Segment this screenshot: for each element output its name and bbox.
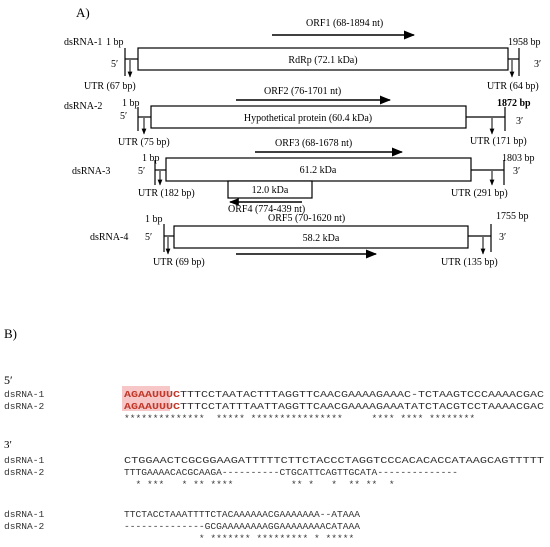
sequence-row: TTTGAAAACACGCAAGA----------CTGCATTCAGTTG…: [124, 467, 458, 478]
protein-box: [165, 157, 472, 182]
orf4-protein-label: 12.0 kDa: [252, 185, 289, 196]
segment-dsrna-1: ORF1 (68-1894 nt) dsRNA-1 1 bp 1958 bp 5…: [64, 18, 541, 92]
sequence-row: CTGGAACTCGCGGAAGATTTTTCTTCTACCCTAGGTCCCA…: [124, 455, 544, 466]
protein-label: 61.2 kDa: [300, 165, 337, 176]
utr5-label: UTR (75 bp): [118, 137, 170, 148]
panel-a-label: A): [76, 5, 90, 20]
segment-name: dsRNA-3: [72, 166, 110, 177]
panel-b-label: B): [4, 326, 17, 341]
segment-dsrna-4: dsRNA-4 ORF5 (70-1620 nt) 1 bp 1755 bp 5…: [90, 211, 529, 268]
start-label: 1 bp: [142, 153, 160, 164]
protein-label: Hypothetical protein (60.4 kDa): [244, 113, 372, 124]
sequence-text: TTTCCTAATACTTTAGGTTCAACGAAAAGAAAC-TCTAAG…: [180, 389, 544, 400]
start-label: 1 bp: [145, 214, 163, 225]
utr3-label: UTR (291 bp): [451, 188, 508, 199]
sequence-name: dsRNA-2: [4, 521, 45, 532]
sequence-name: dsRNA-2: [4, 467, 45, 478]
protein-box: [173, 225, 469, 249]
segment-name: dsRNA-4: [90, 232, 128, 243]
sequence-name: dsRNA-2: [4, 401, 45, 412]
start-label: 1 bp: [106, 37, 124, 48]
sequence-row: TTCTACCTAAATTTTCTACAAAAAACGAAAAAAA--ATAA…: [124, 509, 360, 520]
orf-label: ORF1 (68-1894 nt): [306, 18, 383, 29]
three-prime-end-label: 3′: [4, 439, 12, 451]
orf-label: ORF3 (68-1678 nt): [275, 138, 352, 149]
conserved-motif: AGAAUUUC: [124, 401, 180, 412]
orf-label: ORF2 (76-1701 nt): [264, 86, 341, 97]
protein-box: [150, 105, 467, 129]
five-prime-label: 5′: [145, 232, 152, 243]
conserved-motif: AGAAUUUC: [124, 389, 180, 400]
three-prime-label: 3′: [499, 232, 506, 243]
utr3-label: UTR (171 bp): [470, 136, 527, 147]
segment-name: dsRNA-1: [64, 37, 102, 48]
three-prime-label: 3′: [516, 116, 523, 127]
utr5-label: UTR (67 bp): [84, 81, 136, 92]
five-prime-label: 5′: [111, 59, 118, 70]
end-label: 1958 bp: [508, 37, 541, 48]
segment-dsrna-2: ORF2 (76-1701 nt) dsRNA-2 1 bp 1872 bp 5…: [64, 86, 531, 148]
alignment-block-2: dsRNA-1 CTGGAACTCGCGGAAGATTTTTCTTCTACCCT…: [4, 455, 544, 490]
utr5-label: UTR (69 bp): [153, 257, 205, 268]
three-prime-label: 3′: [534, 59, 541, 70]
five-prime-end-label: 5′: [4, 373, 13, 387]
segment-name: dsRNA-2: [64, 101, 102, 112]
start-label: 1 bp: [122, 98, 140, 109]
consensus-row: * ******* ********* * *****: [124, 533, 354, 544]
utr3-label: UTR (64 bp): [487, 81, 539, 92]
consensus-row: * *** * ** **** ** * * ** ** *: [124, 479, 395, 490]
end-label: 1872 bp: [497, 98, 531, 109]
end-label: 1755 bp: [496, 211, 529, 222]
orf4-protein-box: [227, 180, 313, 199]
five-prime-label: 5′: [120, 111, 127, 122]
sequence-name: dsRNA-1: [4, 455, 45, 466]
five-prime-label: 5′: [138, 166, 145, 177]
consensus-row: ************** ***** **************** **…: [124, 413, 475, 424]
protein-box: [137, 47, 509, 71]
sequence-name: dsRNA-1: [4, 509, 45, 520]
utr5-label: UTR (182 bp): [138, 188, 195, 199]
protein-label: 58.2 kDa: [303, 233, 340, 244]
sequence-text: TTTCCTATTTAATTAGGTTCAACGAAAAGAAATATCTACG…: [180, 401, 544, 412]
orf-label: ORF5 (70-1620 nt): [268, 213, 345, 224]
sequence-row: --------------GCGAAAAAAAAGGAAAAAAAACATAA…: [124, 521, 360, 532]
utr3-label: UTR (135 bp): [441, 257, 498, 268]
orf4-label: ORF4 (774-439 nt): [228, 204, 305, 215]
segment-dsrna-3: ORF3 (68-1678 nt) dsRNA-3 1 bp 1803 bp 5…: [72, 138, 535, 215]
conserved-motif-highlight: [122, 386, 170, 411]
three-prime-label: 3′: [513, 166, 520, 177]
alignment-block-3: dsRNA-1 TTCTACCTAAATTTTCTACAAAAAACGAAAAA…: [4, 509, 360, 544]
sequence-name: dsRNA-1: [4, 389, 45, 400]
end-label: 1803 bp: [502, 153, 535, 164]
protein-label: RdRp (72.1 kDa): [288, 55, 357, 66]
